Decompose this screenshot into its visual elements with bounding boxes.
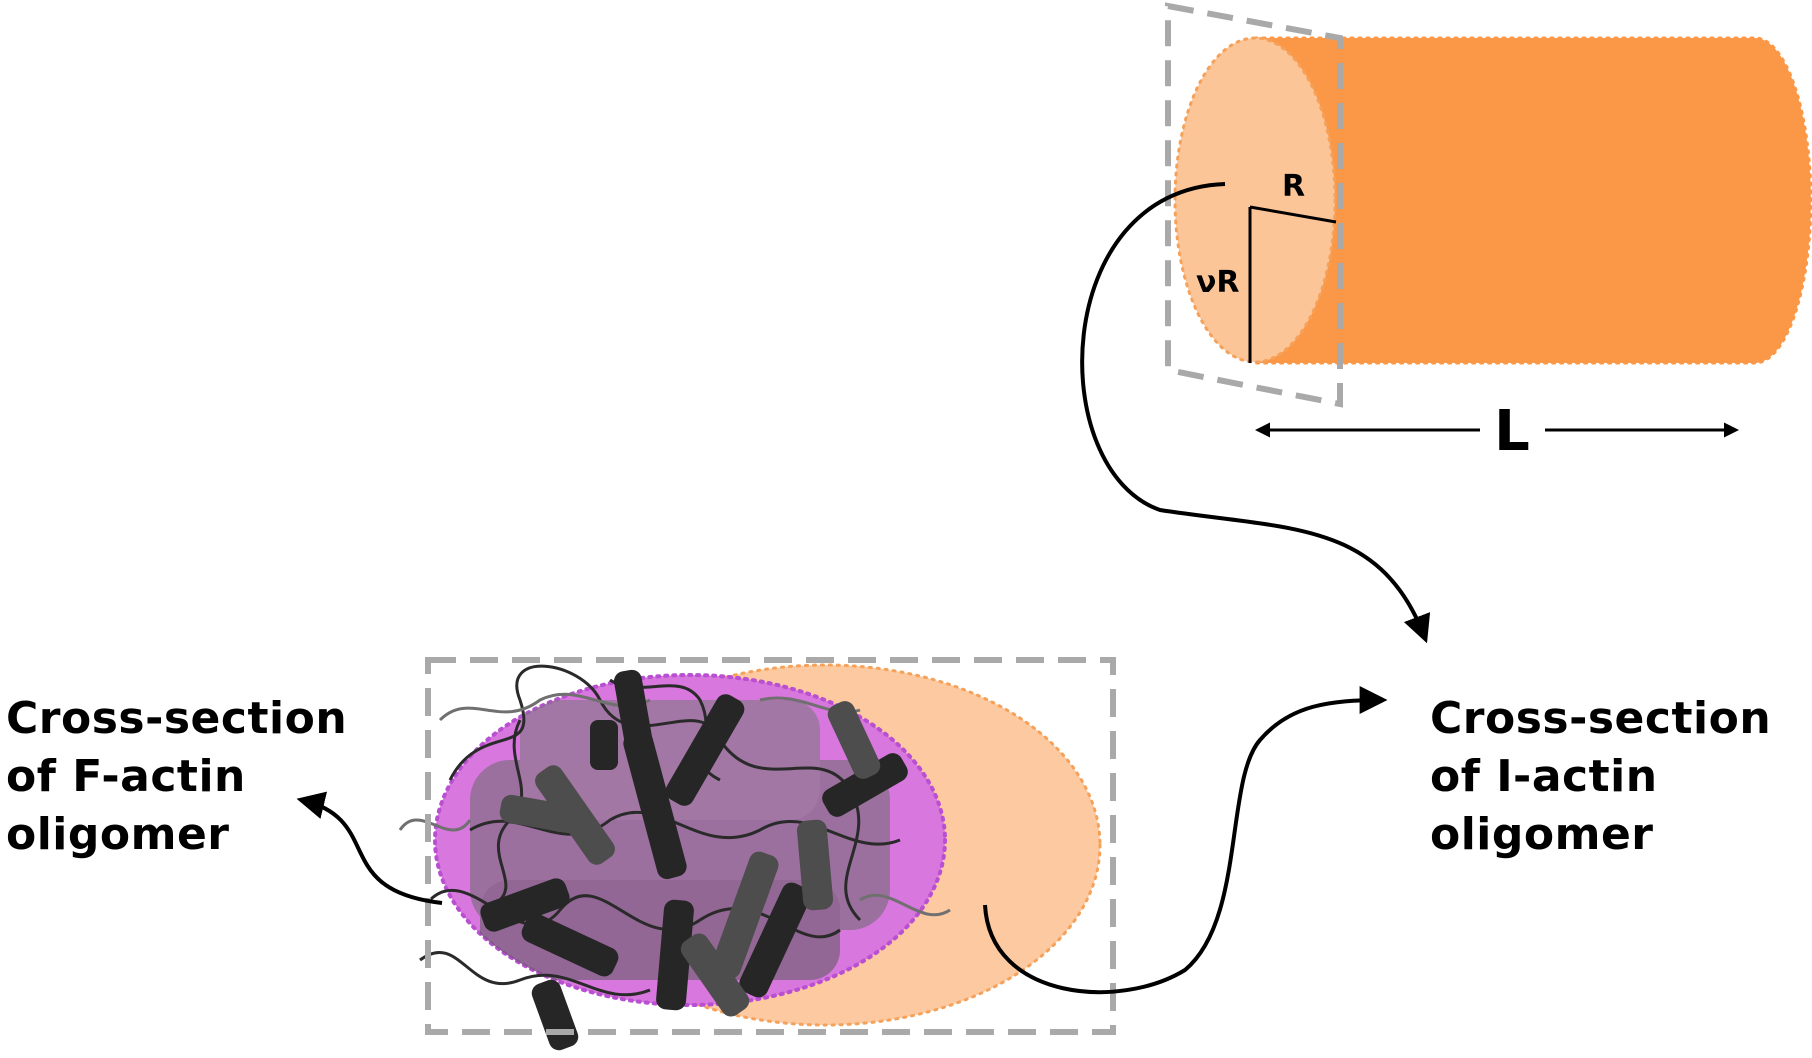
cylinder-body xyxy=(1253,36,1812,365)
radius-line xyxy=(1249,205,1337,224)
i-actin-pointer-arrow xyxy=(983,686,1388,995)
f-actin-caption: Cross-section of F-actin oligomer xyxy=(6,690,347,864)
cross-section-frame xyxy=(425,657,1116,1035)
i-actin-caption-line: Cross-section xyxy=(1430,693,1772,744)
cutting-plane-frame xyxy=(1165,2,1343,408)
aspect-radius-label: νR xyxy=(1196,265,1240,300)
cross-section-panel xyxy=(398,657,1116,1051)
i-actin-caption-line: oligomer xyxy=(1430,809,1654,860)
f-actin-caption-line: of F-actin xyxy=(6,751,246,802)
cylinder: R νR L xyxy=(1165,2,1812,464)
i-actin-caption-line: of I-actin xyxy=(1430,751,1658,802)
protein-structure-icon xyxy=(398,664,951,1051)
i-actin-caption: Cross-section of I-actin oligomer xyxy=(1430,690,1771,864)
face-to-caption-arrow xyxy=(1080,182,1431,644)
radius-label: R xyxy=(1282,169,1305,204)
f-actin-caption-line: Cross-section xyxy=(6,693,348,744)
cylinder-end-face xyxy=(1173,36,1337,364)
f-actin-caption-line: oligomer xyxy=(6,809,230,860)
f-actin-pointer-arrow xyxy=(296,791,443,905)
length-label: L xyxy=(1494,399,1530,464)
